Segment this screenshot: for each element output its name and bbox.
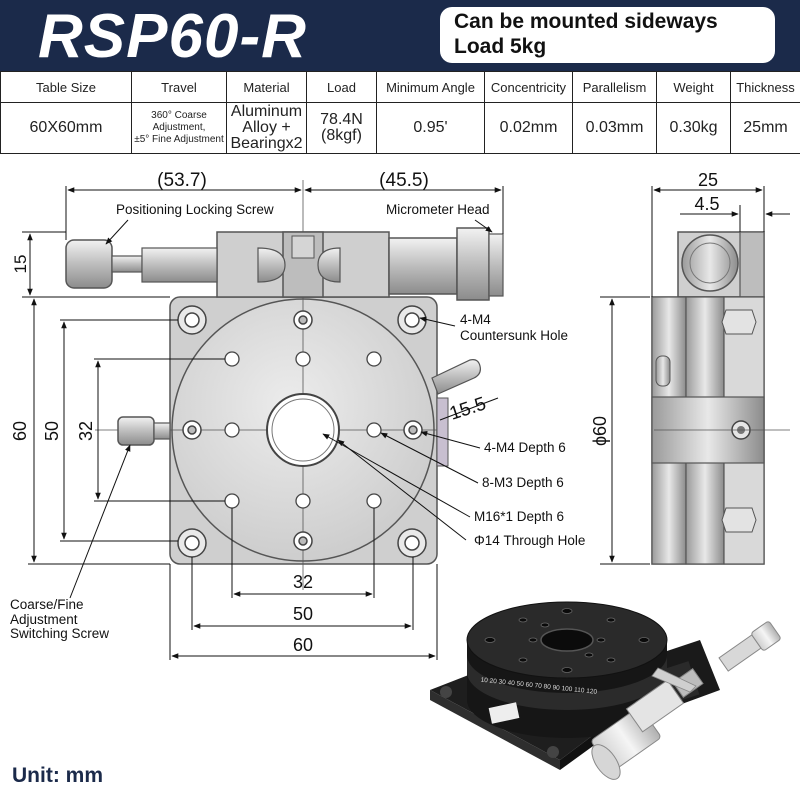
spec-table: Table Size Travel Material Load Minimum … xyxy=(0,71,800,154)
spec-min-angle: 0.95' xyxy=(376,102,485,154)
photo-locking-knob-icon xyxy=(718,621,781,672)
dim-32-vertical: 32 xyxy=(76,421,96,441)
spec-header: Table Size xyxy=(0,71,132,103)
spec-table-size: 60X60mm xyxy=(0,102,132,154)
dim-45-5: (45.5) xyxy=(379,170,429,191)
label-locking-screw: Positioning Locking Screw xyxy=(116,202,274,217)
dim-60-horizontal: 60 xyxy=(293,635,313,655)
spec-material-line: Alloy + xyxy=(242,119,291,136)
spec-header: Load xyxy=(306,71,377,103)
spec-concentricity: 0.02mm xyxy=(484,102,573,154)
feature-note-box: Can be mounted sideways Load 5kg xyxy=(440,7,775,63)
product-photo: 10 20 30 40 50 60 70 80 90 100 110 120 xyxy=(430,601,781,780)
technical-drawing: (53.7) (45.5) 15 60 50 32 xyxy=(10,170,790,780)
spec-thickness: 25mm xyxy=(730,102,800,154)
spec-value-row: 60X60mm 360° Coarse Adjustment, ±5° Fine… xyxy=(0,102,800,154)
m3-holes xyxy=(224,351,382,509)
spec-header: Concentricity xyxy=(484,71,573,103)
dim-32-horizontal: 32 xyxy=(293,572,313,592)
label-micrometer-head: Micrometer Head xyxy=(386,202,490,217)
dim-top xyxy=(65,186,504,240)
spec-travel-line: 360° Coarse xyxy=(151,110,207,121)
spec-travel-line: ±5° Fine Adjustment xyxy=(134,134,224,145)
label-m16-depth: M16*1 Depth 6 xyxy=(474,509,564,524)
unit-label: Unit: mm xyxy=(12,764,103,787)
label-switch-screw-2: Adjustment xyxy=(10,612,78,627)
dim-4-5: 4.5 xyxy=(694,194,719,214)
spec-header: Thickness xyxy=(730,71,800,103)
dim-50-vertical: 50 xyxy=(42,421,62,441)
label-switch-screw-3: Switching Screw xyxy=(10,626,109,641)
spec-header: Weight xyxy=(656,71,731,103)
spec-parallelism: 0.03mm xyxy=(572,102,657,154)
switching-screw-icon xyxy=(117,416,171,446)
spec-material: Aluminum Alloy + Bearingx2 xyxy=(226,102,307,154)
feature-note-mount: Can be mounted sideways xyxy=(454,10,718,33)
spec-header-row: Table Size Travel Material Load Minimum … xyxy=(0,71,800,103)
top-view: (53.7) (45.5) 15 60 50 32 xyxy=(10,170,585,660)
side-view: 25 4.5 ϕ60 xyxy=(590,170,790,565)
dim-15: 15 xyxy=(11,255,30,274)
label-through-hole: Φ14 Through Hole xyxy=(474,533,585,548)
micrometer-head-icon xyxy=(317,227,504,301)
center-through-hole xyxy=(266,393,340,467)
label-m3-depth: 8-M3 Depth 6 xyxy=(482,475,564,490)
title-banner: RSP60-R Can be mounted sideways Load 5kg xyxy=(0,0,800,72)
locking-screw-icon xyxy=(65,239,286,289)
label-countersunk-size: 4-M4 xyxy=(460,312,491,327)
dim-60-vertical: 60 xyxy=(10,421,30,441)
spec-travel-line: Adjustment, xyxy=(152,122,206,133)
label-m4-depth: 4-M4 Depth 6 xyxy=(484,440,566,455)
dim-diameter-60: ϕ60 xyxy=(590,416,610,446)
spec-travel: 360° Coarse Adjustment, ±5° Fine Adjustm… xyxy=(131,102,227,154)
label-countersunk-hole: Countersunk Hole xyxy=(460,328,568,343)
dim-53-7: (53.7) xyxy=(157,170,207,191)
spec-material-line: Aluminum xyxy=(230,103,303,120)
spec-header: Travel xyxy=(131,71,227,103)
feature-note-load: Load 5kg xyxy=(454,35,547,58)
spec-header: Material xyxy=(226,71,307,103)
m4-holes xyxy=(182,310,423,551)
label-switch-screw-1: Coarse/Fine xyxy=(10,597,84,612)
model-title: RSP60-R xyxy=(38,2,307,71)
spec-load-line: (8kgf) xyxy=(321,127,362,144)
spec-weight: 0.30kg xyxy=(656,102,731,154)
spec-load: 78.4N (8kgf) xyxy=(306,102,377,154)
dim-50-horizontal: 50 xyxy=(293,604,313,624)
spec-header: Minimum Angle xyxy=(376,71,485,103)
spec-header: Parallelism xyxy=(572,71,657,103)
dim-15-5: 15.5 xyxy=(447,393,489,424)
dim-25: 25 xyxy=(698,170,718,190)
spec-material-line: Bearingx2 xyxy=(230,135,303,152)
spec-load-line: 78.4N xyxy=(320,111,363,128)
handle-pin xyxy=(431,359,481,467)
